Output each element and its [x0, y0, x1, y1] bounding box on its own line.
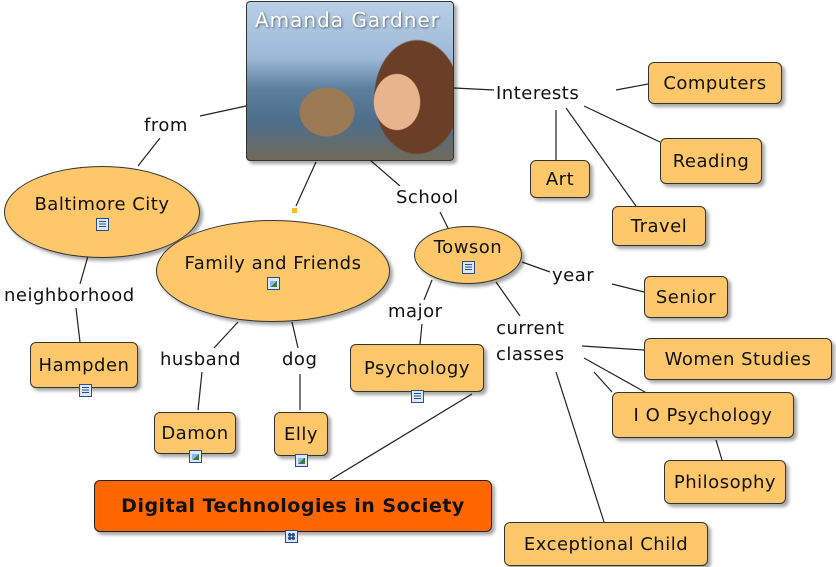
- image-icon[interactable]: [266, 276, 280, 290]
- node-travel-label: Travel: [630, 215, 688, 237]
- link-label-current-line2: classes: [496, 344, 565, 365]
- node-women-studies[interactable]: Women Studies: [644, 338, 832, 380]
- node-io-psychology-label: I O Psychology: [633, 404, 773, 426]
- link-label-interests: Interests: [494, 82, 582, 106]
- node-baltimore-city-label: Baltimore City: [34, 193, 170, 215]
- node-women-studies-label: Women Studies: [664, 348, 812, 370]
- node-philosophy-label: Philosophy: [673, 471, 777, 493]
- document-icon[interactable]: [461, 260, 475, 274]
- node-damon-label: Damon: [161, 422, 229, 444]
- link-anchor-dot: [292, 208, 297, 213]
- node-art-label: Art: [545, 168, 575, 190]
- node-damon[interactable]: Damon: [154, 412, 236, 463]
- link-label-school: School: [394, 186, 461, 210]
- image-icon[interactable]: [189, 450, 202, 463]
- link-label-major: major: [386, 300, 445, 324]
- node-hampden-label: Hampden: [38, 354, 130, 376]
- node-art[interactable]: Art: [530, 160, 590, 198]
- node-reading[interactable]: Reading: [660, 138, 762, 184]
- node-family-and-friends[interactable]: Family and Friends: [156, 220, 390, 322]
- node-psychology-label: Psychology: [364, 357, 470, 379]
- node-digital-technologies-label: Digital Technologies in Society: [121, 495, 465, 517]
- node-hampden[interactable]: Hampden: [30, 342, 138, 397]
- node-philosophy[interactable]: Philosophy: [664, 460, 786, 504]
- node-towson-label: Towson: [433, 236, 503, 258]
- node-psychology[interactable]: Psychology: [350, 344, 484, 403]
- link-label-husband: husband: [158, 348, 243, 372]
- photo-title: Amanda Gardner: [255, 8, 440, 32]
- node-senior[interactable]: Senior: [644, 276, 728, 318]
- node-io-psychology[interactable]: I O Psychology: [612, 392, 794, 438]
- node-elly-label: Elly: [283, 423, 319, 445]
- document-icon[interactable]: [79, 384, 92, 397]
- node-exceptional-child-label: Exceptional Child: [523, 533, 689, 555]
- node-towson[interactable]: Towson: [414, 226, 522, 284]
- link-label-year: year: [550, 264, 597, 288]
- document-icon[interactable]: [411, 390, 424, 403]
- link-label-current-classes: current classes: [494, 316, 567, 368]
- node-senior-label: Senior: [655, 286, 717, 308]
- node-exceptional-child[interactable]: Exceptional Child: [504, 522, 708, 566]
- node-baltimore-city[interactable]: Baltimore City: [4, 166, 200, 258]
- node-computers-label: Computers: [663, 72, 767, 94]
- node-family-label: Family and Friends: [184, 252, 362, 274]
- concept-map-icon[interactable]: [285, 530, 298, 543]
- node-computers[interactable]: Computers: [648, 62, 782, 104]
- node-travel[interactable]: Travel: [612, 206, 706, 246]
- link-label-neighborhood: neighborhood: [2, 284, 137, 308]
- node-reading-label: Reading: [672, 150, 750, 172]
- image-icon[interactable]: [295, 454, 308, 467]
- link-label-dog: dog: [280, 348, 320, 372]
- document-icon[interactable]: [95, 217, 109, 231]
- profile-photo: Amanda Gardner: [246, 1, 454, 161]
- node-elly[interactable]: Elly: [274, 412, 328, 467]
- link-label-from: from: [142, 114, 190, 138]
- node-digital-technologies[interactable]: Digital Technologies in Society: [94, 480, 492, 543]
- link-label-current-line1: current: [496, 318, 565, 339]
